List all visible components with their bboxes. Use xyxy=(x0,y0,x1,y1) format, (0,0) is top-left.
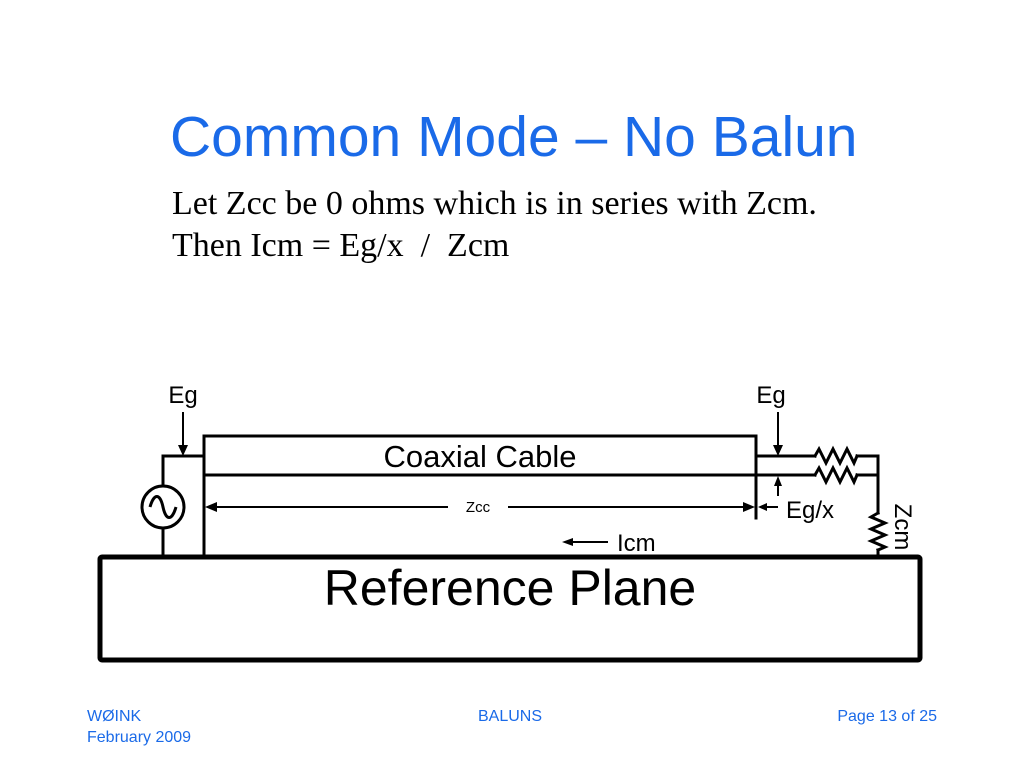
reference-plane-box xyxy=(97,554,923,663)
zcc-label: Zcc xyxy=(466,499,491,516)
eg-left-arrow xyxy=(178,412,188,456)
egx-label: Eg/x xyxy=(786,497,834,524)
ac-source-icon xyxy=(140,484,186,530)
icm-current-arrow xyxy=(562,538,608,546)
eg-left-label: Eg xyxy=(168,382,197,409)
zcc-dimension-arrow xyxy=(205,502,755,512)
eg-right-label: Eg xyxy=(756,382,785,409)
icm-label: Icm xyxy=(617,530,656,557)
circuit-diagram: Reference Plane Coaxial Cable Eg Eg xyxy=(97,382,923,663)
footer-page-number: Page 13 of 25 xyxy=(837,708,937,725)
footer-date: February 2009 xyxy=(87,729,191,746)
eg-right-arrow xyxy=(773,412,783,456)
resistor-icon xyxy=(812,445,859,467)
footer-author: WØINK xyxy=(87,708,142,725)
coaxial-cable-label: Coaxial Cable xyxy=(384,439,577,474)
zcm-label: Zcm xyxy=(889,504,916,551)
resistor-icon xyxy=(812,464,859,486)
reference-plane-label: Reference Plane xyxy=(324,560,696,616)
body-line-1: Let Zcc be 0 ohms which is in series wit… xyxy=(172,185,817,222)
resistor-icon xyxy=(867,510,889,552)
body-line-2: Then Icm = Eg/x / Zcm xyxy=(172,227,509,264)
egx-voltage-arrow xyxy=(758,476,782,511)
slide-title: Common Mode – No Balun xyxy=(170,105,858,169)
footer-topic: BALUNS xyxy=(478,708,542,725)
